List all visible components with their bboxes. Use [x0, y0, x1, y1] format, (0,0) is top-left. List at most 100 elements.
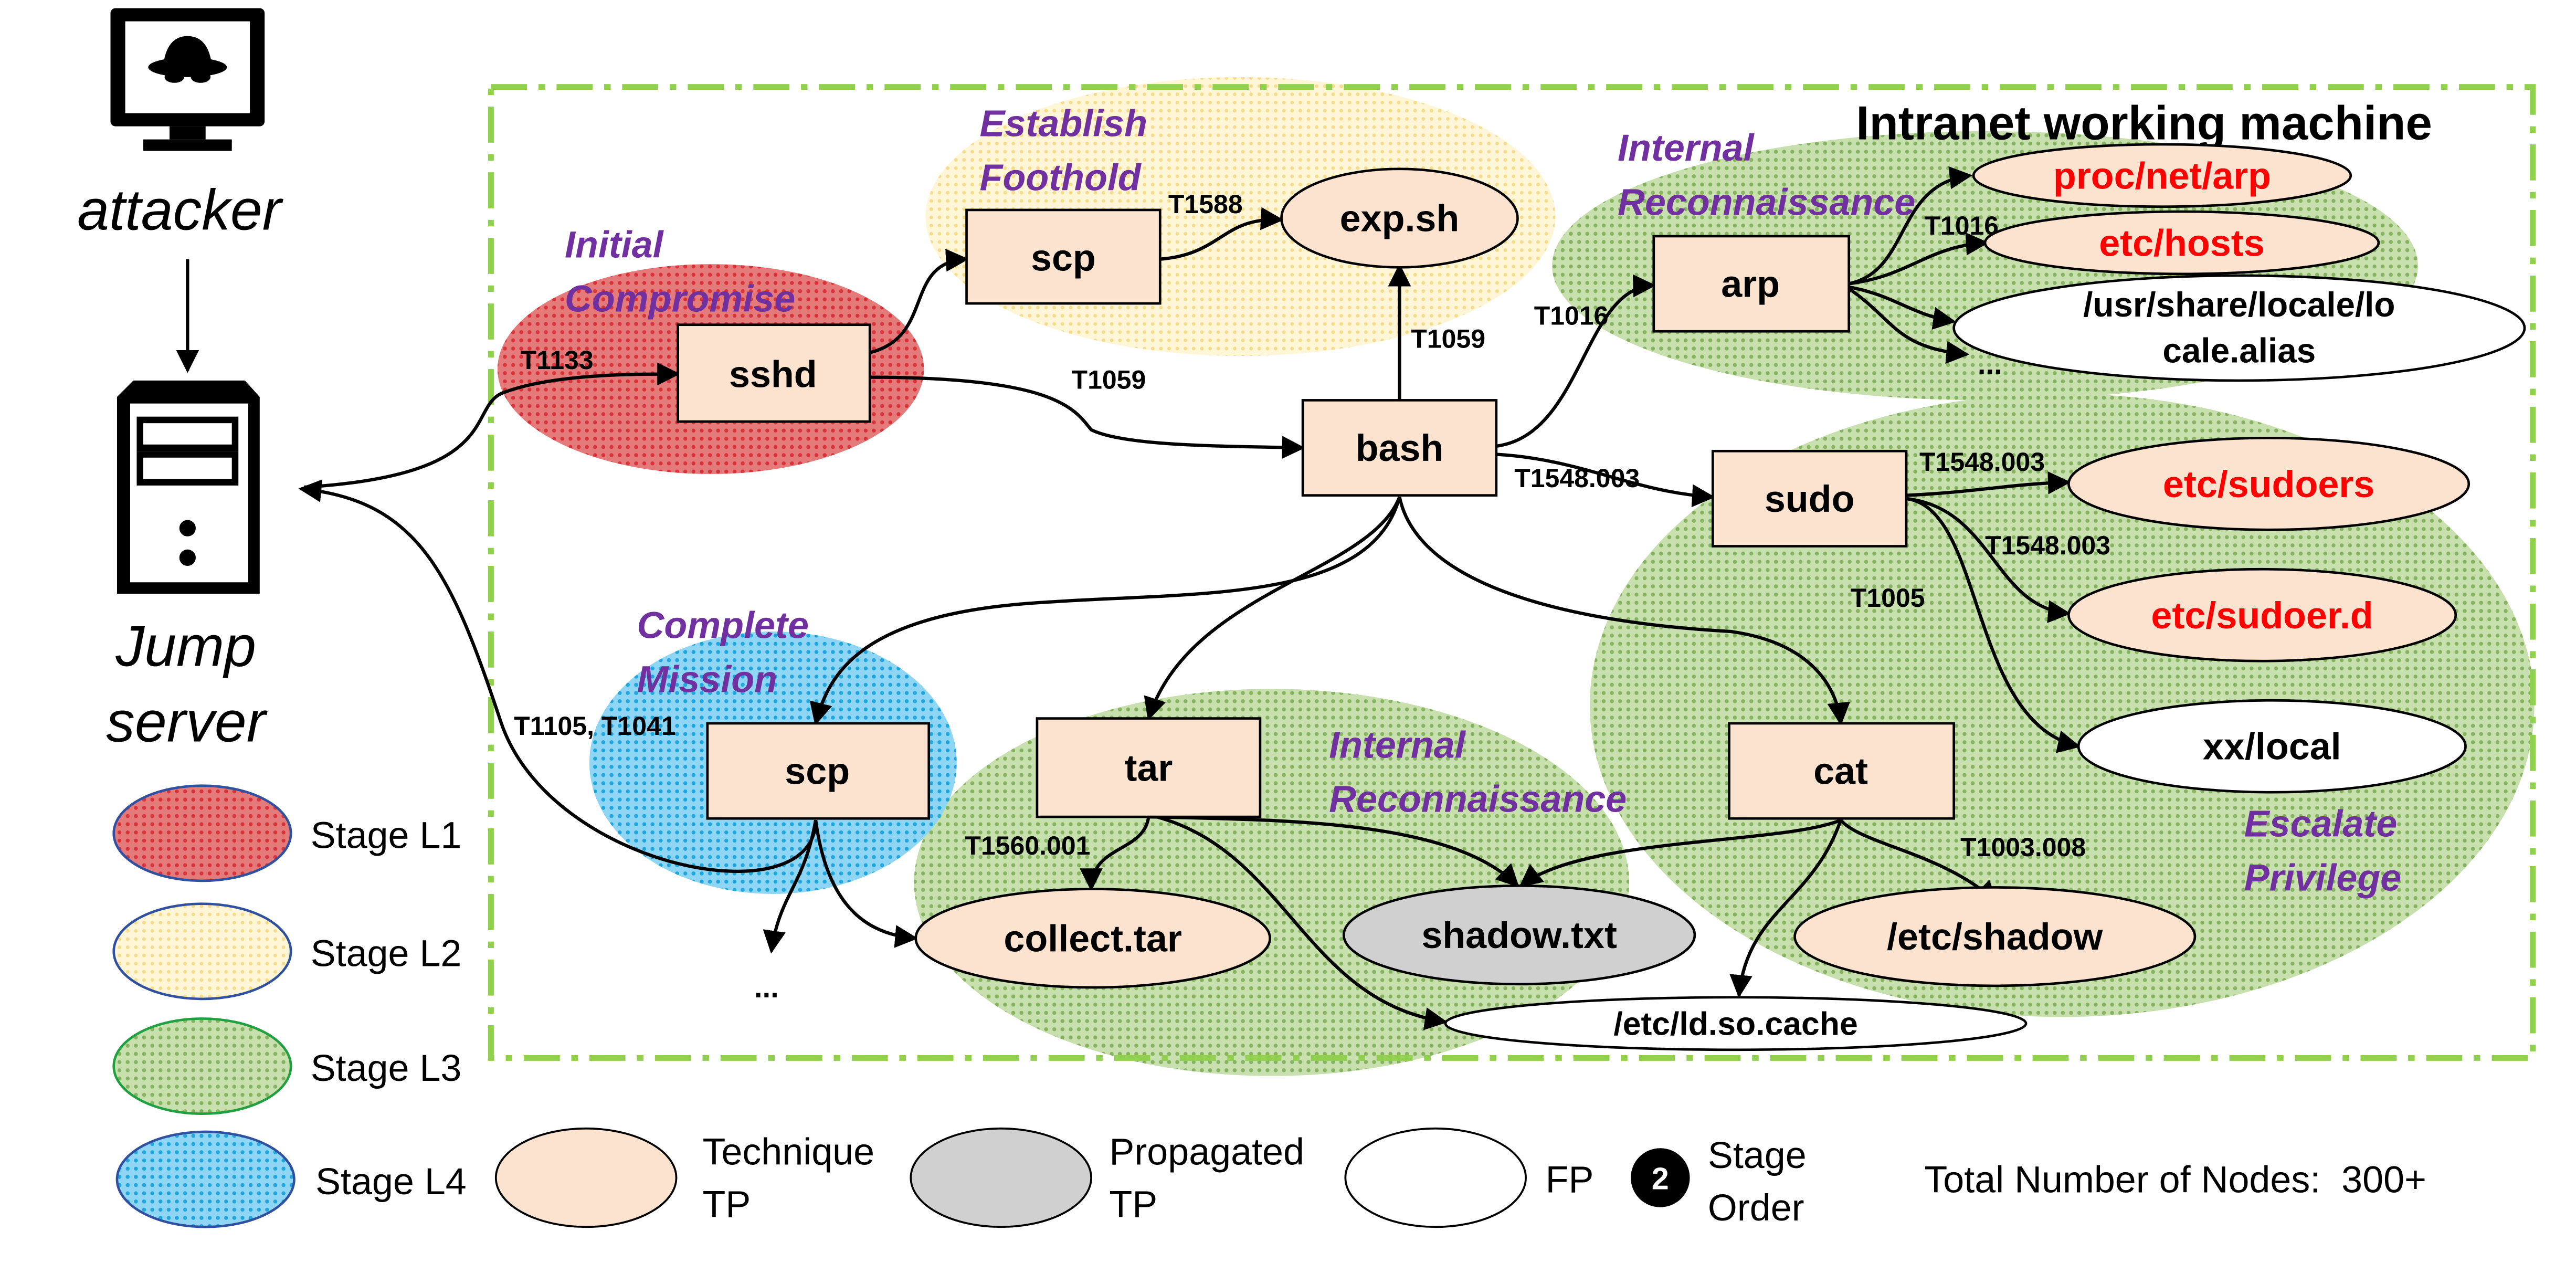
node-sshd: sshd [729, 353, 817, 395]
legend-total-nodes: Total Number of Nodes: 300+ [1924, 1159, 2426, 1201]
node-sudoers: etc/sudoers [2163, 464, 2374, 506]
jump-server-label-2: server [106, 690, 268, 754]
edge-label-t1588: T1588 [1168, 190, 1243, 219]
edge-bash-arp [1496, 274, 1656, 448]
edge-arp-hosts [1849, 232, 1989, 286]
legend-stage-l3: Stage L3 [311, 1047, 462, 1089]
node-scp-bottom: scp [785, 751, 850, 793]
node-locale-line2: cale.alias [2162, 332, 2316, 370]
node-shadowtxt-ellipse [1342, 884, 1696, 986]
legend-stage-l2-swatch [112, 902, 292, 1001]
node-etc-hosts: etc/hosts [2099, 222, 2264, 264]
legend-technique-line1: Technique [702, 1131, 874, 1173]
edge-label-t1105: T1105, T1041 [514, 711, 675, 741]
edge-bash-scp [809, 496, 1401, 726]
edge-sudo-sudoerd [1906, 497, 2071, 623]
edge-server-sshd [304, 362, 680, 489]
jump-server-label-1: Jump [115, 615, 256, 679]
edge-arp-ellipsis [1847, 287, 1969, 364]
attacker-monitor-icon [110, 8, 265, 151]
edge-label-t1059-b: T1059 [1411, 324, 1485, 353]
node-collect-ellipse [914, 888, 1271, 989]
node-proc-arp: proc/net/arp [2053, 155, 2271, 197]
node-exp-ellipse [1280, 167, 1519, 269]
node-tar-box [1036, 717, 1262, 818]
stage-label-recon1-2: Reconnaissance [1618, 181, 1915, 223]
legend-stage-l1: Stage L1 [311, 814, 462, 856]
edge-label-t1548-b: T1548.003 [1919, 447, 2045, 477]
node-sudo: sudo [1765, 478, 1855, 520]
edge-sudo-xxlocal [1906, 497, 2081, 753]
edge-scp-collect [814, 819, 919, 948]
edge-sudo-sudoers [1906, 471, 2071, 497]
node-scp-top: scp [1031, 237, 1096, 279]
stage-label-foothold-2: Foothold [980, 156, 1142, 198]
edge-scp-server [298, 479, 818, 873]
edge-tar-shadowtxt [1148, 815, 1519, 888]
intranet-title: Intranet working machine [1856, 97, 2432, 150]
jump-server-icon [117, 380, 260, 594]
stage-label-initial-1: Initial [565, 224, 664, 266]
stage-region-escalate-privilege [1589, 393, 2535, 1017]
edge-tar-collect [1080, 816, 1150, 891]
node-shadow-txt: shadow.txt [1421, 914, 1617, 956]
legend-stage-order-line2: Order [1708, 1187, 1804, 1229]
node-bash-box [1301, 399, 1498, 497]
legend-stage-order-line1: Stage [1708, 1134, 1807, 1176]
node-sshd-box [677, 323, 871, 423]
node-scp-bottom-box [706, 722, 931, 820]
node-arp: arp [1721, 264, 1780, 306]
edge-cat-ldcache [1729, 819, 1842, 998]
node-sudoers-ellipse [2067, 436, 2471, 531]
legend-technique-swatch [494, 1127, 678, 1228]
edge-label-t1059-a: T1059 [1072, 365, 1146, 395]
legend-stage-l4: Stage L4 [315, 1161, 467, 1203]
stage-label-initial-2: Compromise [565, 278, 795, 320]
edge-cat-etcshadow [1839, 819, 1999, 904]
legend-stage-order-badge [1631, 1148, 1690, 1207]
legend-technique-line2: TP [702, 1184, 751, 1226]
node-locale-ellipse [1952, 274, 2526, 382]
node-collect: collect.tar [1004, 918, 1181, 960]
edge-arp-locale [1849, 285, 1956, 330]
edge-sshd-scp [869, 248, 969, 354]
edge-tar-ldcache [1156, 815, 1448, 1030]
edge-bash-cat [1398, 497, 1851, 726]
node-ellipsis-scp: ... [754, 971, 779, 1004]
node-locale-line1: /usr/share/locale/lo [2083, 286, 2395, 324]
edge-label-t1005: T1005 [1851, 583, 1925, 613]
node-etcshadow-ellipse [1793, 886, 2197, 987]
stage-label-mission-2: Mission [637, 659, 778, 701]
edge-label-t1560: T1560.001 [965, 831, 1090, 860]
node-proc-arp-ellipse [1972, 143, 2352, 208]
legend-stage-l4-swatch [115, 1130, 295, 1228]
node-ldcache-ellipse [1444, 996, 2028, 1051]
edge-label-t1003: T1003.008 [1960, 833, 2086, 862]
stage-label-mission-1: Complete [637, 604, 809, 646]
attacker-label: attacker [77, 178, 284, 242]
edge-label-t1016-b: T1016 [1924, 211, 1999, 240]
node-etc-shadow: /etc/shadow [1887, 916, 2103, 958]
legend-propagated-line2: TP [1109, 1184, 1157, 1226]
edge-bash-tar [1144, 496, 1401, 721]
edge-scp-ellipsis [763, 819, 818, 954]
node-cat: cat [1813, 751, 1868, 793]
edge-cat-shadowtxt [1519, 818, 1842, 888]
node-ld-cache: /etc/ld.so.cache [1613, 1006, 1857, 1043]
edge-label-t1548-a: T1548.003 [1514, 464, 1640, 493]
node-sudoer-d: etc/sudoer.d [2151, 595, 2373, 637]
node-sudoerd-ellipse [2067, 567, 2457, 662]
legend-stage-l2: Stage L2 [311, 932, 462, 974]
stage-label-foothold-1: Establish [980, 102, 1147, 144]
node-xx-local: xx/local [2203, 726, 2341, 768]
edge-label-t1548-c: T1548.003 [1985, 531, 2110, 560]
legend-propagated-line1: Propagated [1109, 1131, 1304, 1173]
legend-stage-order-number: 2 [1652, 1161, 1669, 1196]
edge-scp-exp [1160, 207, 1284, 261]
legend-fp-swatch [1344, 1127, 1527, 1228]
node-cat-box [1728, 722, 1955, 820]
node-sudo-box [1711, 449, 1908, 548]
edge-arp-proc [1848, 166, 1973, 286]
edges [298, 166, 2081, 1030]
legend-propagated-swatch [910, 1127, 1092, 1228]
